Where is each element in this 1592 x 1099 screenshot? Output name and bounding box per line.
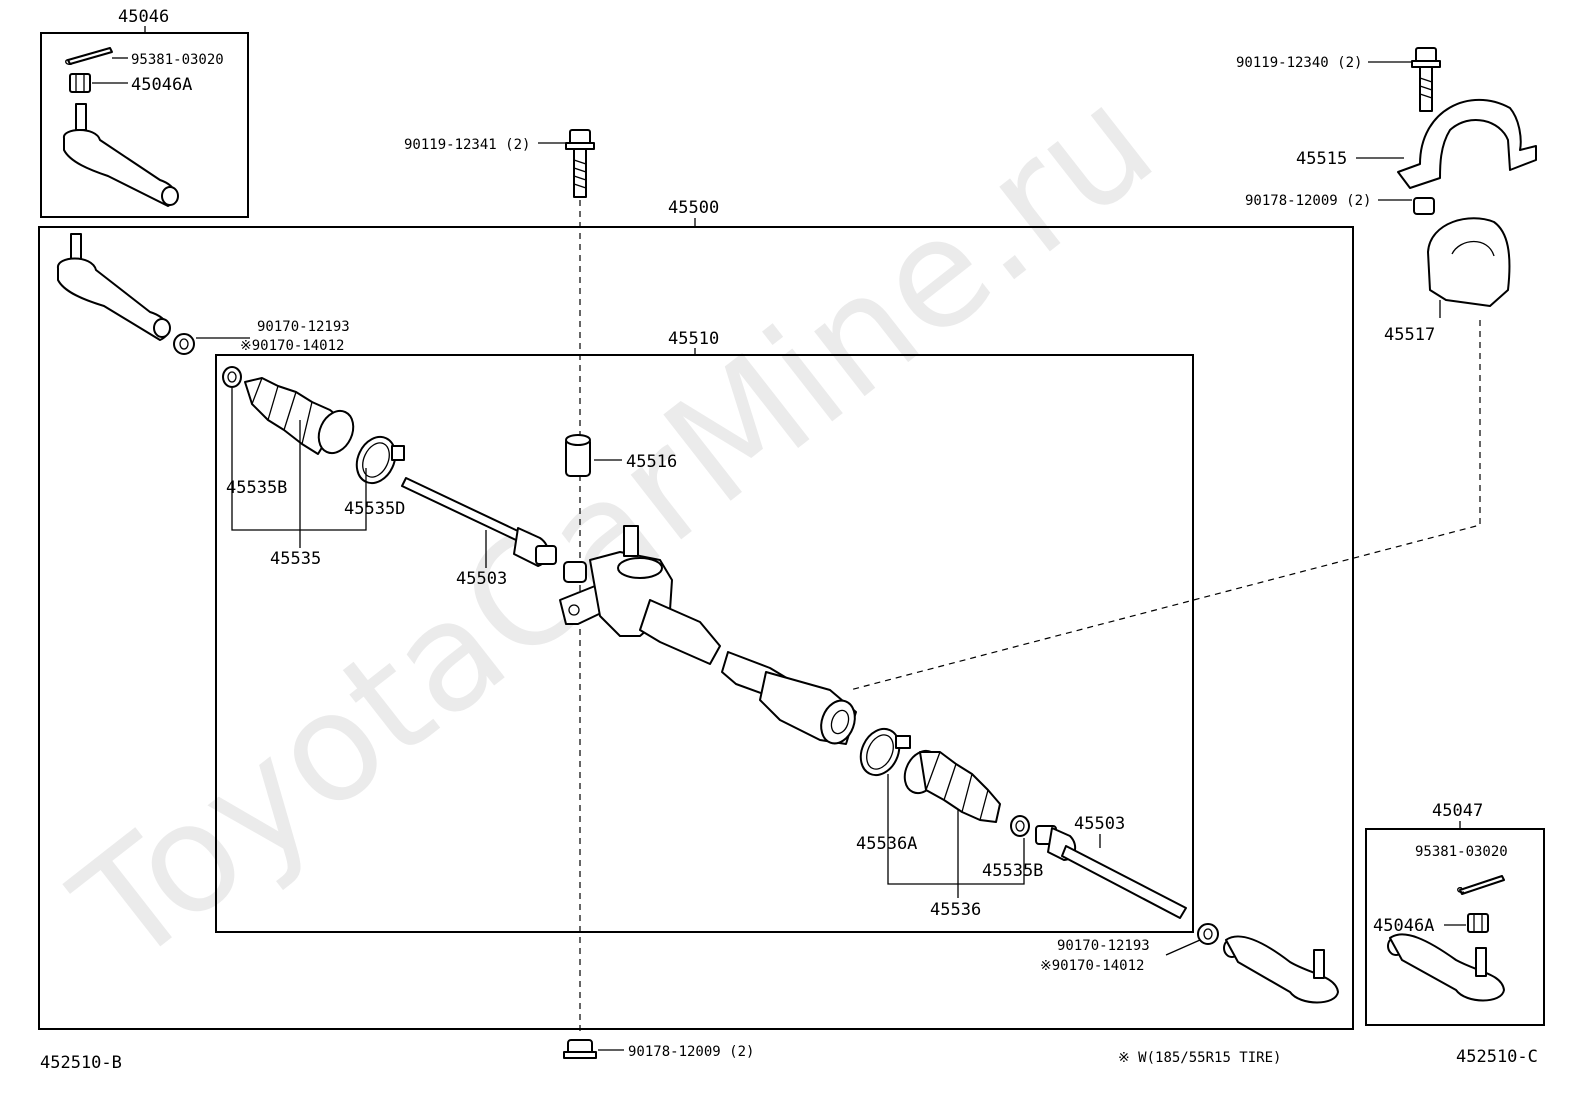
label-washer-right-b: ※90170-14012 [1040,958,1144,974]
box-45510 [215,354,1194,933]
nut-bottom-center-icon [563,1039,597,1059]
label-45047: 45047 [1432,801,1483,821]
label-boot-clamp-right: 45536A [856,834,917,854]
grommet-icon [1427,217,1511,307]
castle-nut-top-icon [69,73,91,93]
label-boot-clip-right: 45535B [982,861,1043,881]
label-nut-bottom-center: 90178-12009 (2) [628,1044,754,1060]
boot-clamp-right-icon [859,727,911,777]
cotter-pin-top-icon [65,47,113,65]
inner-tie-rod-left-icon [401,477,557,567]
bushing-icon [565,434,591,477]
label-bolt-right: 90119-12340 (2) [1236,55,1362,71]
label-washer-left-b: ※90170-14012 [240,338,344,354]
leader-lines [92,26,1466,1051]
label-washer-right-a: 90170-12193 [1057,938,1150,954]
label-cotter-pin-top: 95381-03020 [131,52,224,68]
label-nut-top: 45046A [131,75,192,95]
washer-left-icon [173,333,195,355]
washer-right-icon [1197,923,1219,945]
tie-rod-end-right-icon [1223,935,1339,1004]
label-bushing: 45516 [626,452,677,472]
label-grommet: 45517 [1384,325,1435,345]
tie-rod-end-bottom-icon [1387,933,1505,1002]
label-cotter-pin-bottom: 95381-03020 [1415,844,1508,860]
label-45510: 45510 [668,329,719,349]
cotter-pin-bottom-icon [1457,875,1505,895]
label-nut-right: 90178-12009 (2) [1245,193,1371,209]
bolt-mid-icon [565,129,595,198]
boot-clip-left-icon [222,366,242,388]
label-boot-clip-left: 45535B [226,478,287,498]
label-washer-left-a: 90170-12193 [257,319,350,335]
box-45500 [38,226,1354,1030]
bolt-right-icon [1411,47,1441,112]
label-tie-rod-right: 45503 [1074,814,1125,834]
label-45500: 45500 [668,198,719,218]
boot-left-icon [244,377,355,455]
label-boot-left: 45535 [270,549,321,569]
label-nut-bottom: 45046A [1373,916,1434,936]
figure-code-left: 452510-B [40,1053,122,1073]
nut-right-icon [1413,197,1435,215]
footnote: ※ W(185/55R15 TIRE) [1118,1050,1281,1066]
inner-tie-rod-right-icon [1035,825,1187,919]
boot-right-icon [903,749,1001,823]
label-45046: 45046 [118,7,169,27]
label-boot-right: 45536 [930,900,981,920]
label-bracket: 45515 [1296,149,1347,169]
label-bolt-mid: 90119-12341 (2) [404,137,530,153]
figure-code-right: 452510-C [1456,1047,1538,1067]
castle-nut-bottom-icon [1467,913,1489,933]
label-tie-rod-left: 45503 [456,569,507,589]
boot-clamp-left-icon [355,435,405,485]
label-boot-clamp-left: 45535D [344,499,405,519]
center-line-diagonal [849,320,1481,691]
steering-gear-housing-icon [559,525,857,745]
tie-rod-end-left-icon [57,233,171,341]
boot-clip-right-icon [1010,815,1030,837]
bracket-icon [1397,98,1537,189]
box-45047 [1365,828,1545,1026]
tie-rod-end-top-icon [63,103,179,207]
